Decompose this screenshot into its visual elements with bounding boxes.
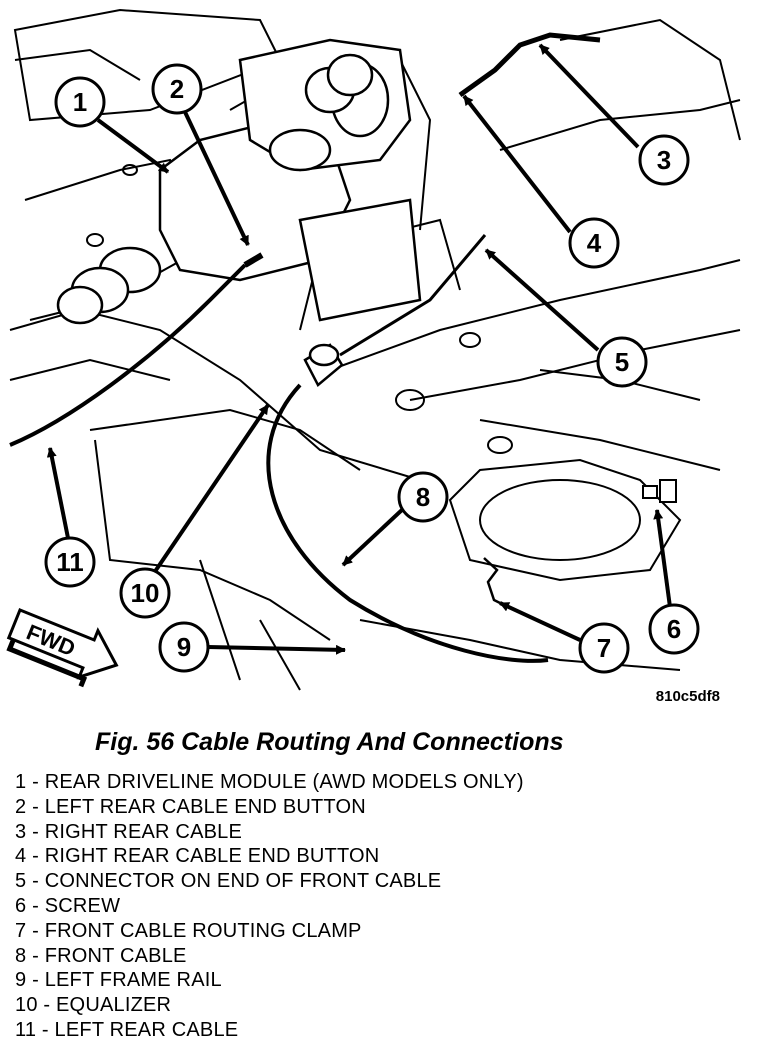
- equalizer: [303, 343, 344, 387]
- svg-text:2: 2: [170, 74, 184, 104]
- legend-item: 6 - SCREW: [15, 894, 121, 917]
- left-rear-cable: [9, 263, 247, 447]
- legend-item: 10 - EQUALIZER: [15, 994, 172, 1017]
- callout-3: 3: [638, 134, 690, 186]
- svg-text:9: 9: [177, 632, 191, 662]
- legend-item: 5 - CONNECTOR ON END OF FRONT CABLE: [15, 870, 442, 893]
- legend-item: 4 - RIGHT REAR CABLE END BUTTON: [15, 845, 380, 868]
- right-rear-cable: [339, 234, 487, 357]
- axle-boot: [56, 53, 374, 325]
- figure-caption: Fig. 56 Cable Routing And Connections: [95, 728, 564, 756]
- callout-4: 4: [568, 217, 620, 269]
- callout-10: 10: [119, 567, 171, 619]
- rear-driveline-module: [56, 38, 422, 325]
- svg-text:11: 11: [56, 547, 84, 577]
- svg-text:8: 8: [416, 482, 430, 512]
- legend-item: 8 - FRONT CABLE: [15, 944, 187, 967]
- legend-list: 1 - REAR DRIVELINE MODULE (AWD MODELS ON…: [15, 770, 524, 1043]
- svg-text:7: 7: [597, 633, 611, 663]
- cable-routing-illustration: 1 2 3 4 5 6 7 8: [6, 8, 741, 691]
- svg-text:4: 4: [587, 228, 602, 258]
- callout-7: 7: [578, 622, 630, 674]
- front-cable: [266, 383, 549, 663]
- svg-text:10: 10: [131, 578, 160, 608]
- callout-6: 6: [648, 603, 700, 655]
- svg-text:6: 6: [667, 614, 681, 644]
- callout-2: 2: [151, 63, 203, 115]
- callout-8: 8: [397, 471, 449, 523]
- svg-text:5: 5: [615, 347, 629, 377]
- callout-9: 9: [158, 621, 210, 673]
- leader-lines: [46, 43, 672, 655]
- svg-text:1: 1: [73, 87, 87, 117]
- legend-item: 11 - LEFT REAR CABLE: [15, 1018, 239, 1041]
- cables: [9, 32, 601, 663]
- callout-11: 11: [44, 536, 96, 588]
- callout-5: 5: [596, 336, 648, 388]
- legend-item: 2 - LEFT REAR CABLE END BUTTON: [15, 795, 366, 818]
- figure-id-code: 810c5df8: [655, 688, 720, 705]
- fwd-arrow-shape: [6, 608, 119, 680]
- legend-item: 7 - FRONT CABLE ROUTING CLAMP: [15, 919, 362, 942]
- legend-item: 3 - RIGHT REAR CABLE: [15, 820, 243, 843]
- legend-item: 1 - REAR DRIVELINE MODULE (AWD MODELS ON…: [15, 771, 524, 793]
- front-cable-routing-clamp: [483, 557, 501, 605]
- callout-1: 1: [54, 76, 106, 128]
- screw: [642, 479, 677, 503]
- left-rear-cable-end: [243, 252, 264, 268]
- callouts: 1 2 3 4 5 6 7 8: [44, 63, 700, 674]
- legend-item: 9 - LEFT FRAME RAIL: [15, 969, 222, 992]
- svg-text:3: 3: [657, 145, 671, 175]
- right-rear-cable-upper: [458, 32, 601, 98]
- fwd-direction-arrow: FWD: [6, 608, 119, 688]
